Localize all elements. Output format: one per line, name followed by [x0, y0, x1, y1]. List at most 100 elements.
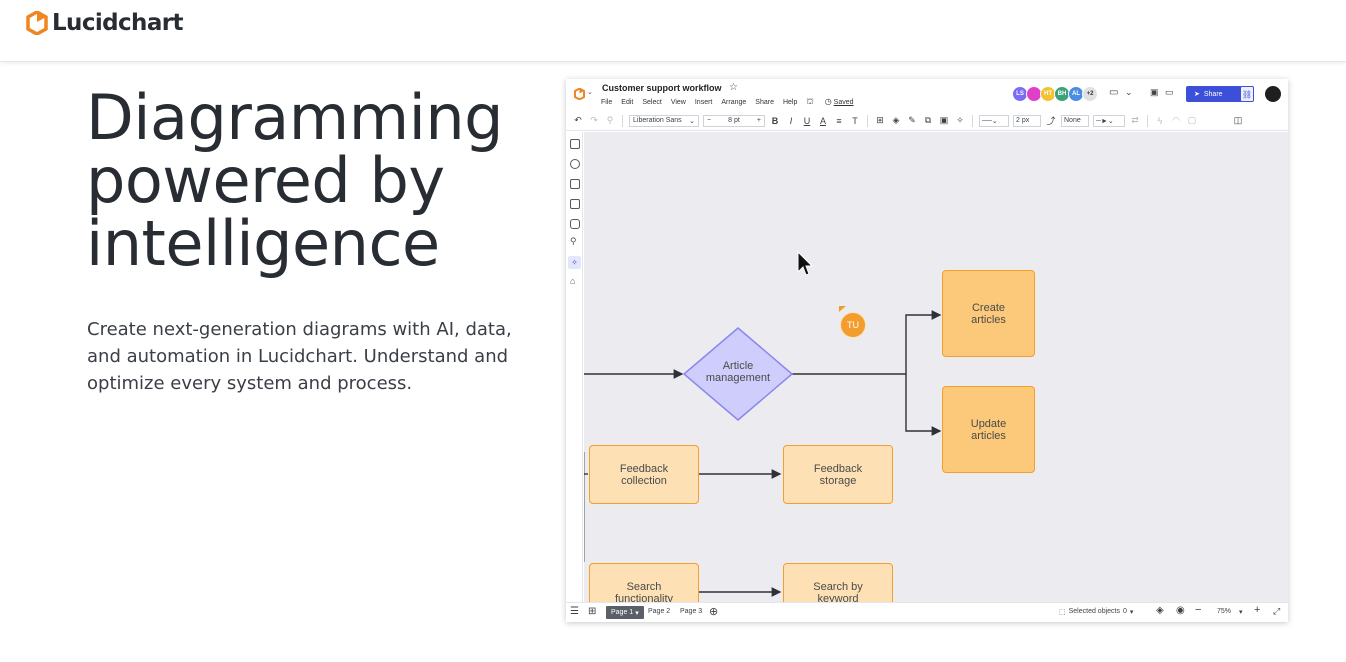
integrations-icon[interactable]: ⌂	[570, 276, 576, 286]
shapes-icon[interactable]	[570, 159, 580, 169]
table-icon[interactable]	[570, 139, 580, 149]
border-icon[interactable]: ⊞	[876, 115, 884, 125]
collaborator-avatar[interactable]: AL	[1068, 86, 1084, 102]
selected-objects-readout[interactable]: ⬚ Selected objects 0 ▾	[1059, 608, 1133, 616]
menu-insert[interactable]: Insert	[694, 99, 713, 106]
menu-edit[interactable]: Edit	[621, 99, 634, 106]
zoom-level[interactable]: 75%	[1217, 608, 1232, 615]
app-menu-chevron-icon[interactable]: ⌄	[587, 89, 593, 96]
menu-view[interactable]: View	[670, 99, 686, 106]
user-avatar[interactable]	[1265, 86, 1281, 102]
font-size-stepper[interactable]: −8 pt+	[703, 114, 765, 127]
chevron-down-icon: ⌄	[689, 117, 695, 125]
undo-icon[interactable]: ↶	[574, 115, 582, 125]
lock-shape-icon[interactable]: ▣	[939, 115, 949, 125]
arrow-end-select[interactable]: ─►⌄	[1093, 114, 1125, 127]
swap-icon[interactable]: ⇄	[1131, 115, 1139, 125]
copy-link-button[interactable]: ⛓	[1240, 86, 1254, 102]
page-tab-3[interactable]: Page 3	[680, 608, 703, 615]
magic-icon[interactable]: ✧	[956, 115, 964, 125]
ai-sparkle-icon[interactable]: ✧	[568, 256, 581, 269]
lock-icon[interactable]: ▢	[1187, 115, 1197, 125]
line-style-select[interactable]: ──⌄	[979, 114, 1009, 127]
duplicate-icon[interactable]: ⧉	[924, 115, 932, 125]
add-page-icon[interactable]: ⊕	[709, 606, 719, 618]
document-title[interactable]: Customer support workflow	[602, 83, 722, 93]
data-icon[interactable]	[570, 219, 580, 229]
line-color-icon[interactable]: ✎	[908, 115, 916, 125]
toolbar-divider	[622, 114, 623, 127]
node-update-articles[interactable]: Update articles	[942, 386, 1035, 473]
page-tab-1[interactable]: Page 1▾	[606, 606, 644, 619]
layers-icon[interactable]: ◈	[1156, 605, 1164, 616]
text-options-icon[interactable]: T	[852, 115, 858, 126]
line-width-select[interactable]: 2 px	[1013, 114, 1041, 127]
page-tab-2[interactable]: Page 2	[648, 608, 671, 615]
fullscreen-icon[interactable]: ⤢	[1273, 606, 1281, 616]
font-select[interactable]: Liberation Sans ⌄	[629, 114, 699, 127]
page-tab-label: Page 1	[611, 609, 634, 616]
fill-color-icon[interactable]: ◈	[892, 115, 900, 125]
send-icon: ➤	[1194, 91, 1200, 98]
underline-icon[interactable]: U	[803, 115, 811, 126]
node-create-articles[interactable]: Create articles	[942, 270, 1035, 357]
present-icon[interactable]: ▣	[1150, 87, 1159, 97]
arrow-start-select[interactable]: None	[1061, 114, 1089, 127]
app-menubar: File Edit Select View Insert Arrange Share Help…	[601, 97, 863, 107]
more-collaborators-badge[interactable]: +2	[1082, 86, 1098, 102]
node-feedback-collection[interactable]: Feedback collection	[589, 445, 699, 504]
font-name: Liberation Sans	[633, 117, 682, 124]
clock-icon: ◷	[824, 97, 832, 106]
selected-objects-label: Selected objects	[1068, 608, 1120, 615]
site-header: Lucidchart	[0, 0, 1346, 62]
menu-arrange[interactable]: Arrange	[721, 99, 747, 106]
selected-objects-count: 0	[1123, 608, 1127, 615]
connector-line	[792, 310, 942, 375]
page-bar: ☰ ⊞ Page 1▾ Page 2 Page 3 ⊕ ⬚ Selected o…	[566, 602, 1288, 622]
line-shape-icon[interactable]: ⤴	[1046, 116, 1056, 126]
chevron-down-icon[interactable]: ▾	[1239, 609, 1243, 616]
italic-icon[interactable]: I	[789, 115, 793, 126]
line-width-value: 2 px	[1016, 117, 1030, 124]
image-icon[interactable]	[570, 199, 580, 209]
collaborator-avatar[interactable]: BH	[1054, 86, 1070, 102]
diagram-canvas[interactable]: Article management Create articles Updat…	[584, 132, 1288, 622]
menu-select[interactable]: Select	[642, 99, 662, 106]
chevron-down-icon[interactable]: ⌄	[1125, 87, 1133, 97]
minus-icon[interactable]: −	[707, 117, 712, 124]
redo-icon[interactable]: ↷	[590, 115, 598, 125]
lightning-icon[interactable]: ϟ	[1157, 115, 1163, 126]
node-feedback-storage[interactable]: Feedback storage	[783, 445, 893, 504]
frame-icon[interactable]	[570, 179, 580, 189]
decision-label[interactable]: Article management	[705, 360, 771, 384]
list-view-icon[interactable]: ☰	[570, 606, 579, 617]
share-button[interactable]: ➤Share	[1186, 86, 1242, 102]
rocket-icon[interactable]: ⚲	[570, 236, 577, 246]
accessibility-icon[interactable]: ◉	[1176, 605, 1185, 616]
video-icon[interactable]: ▭	[1165, 87, 1174, 97]
format-toolbar: ↶ ↷ ⚲ Liberation Sans⌄ −8 pt+ B I U A ≡ …	[566, 111, 1288, 131]
text-color-icon[interactable]: A	[819, 115, 826, 126]
mouse-cursor-icon	[797, 251, 813, 276]
app-logo-icon[interactable]	[574, 88, 585, 100]
zoom-out-icon[interactable]: −	[1195, 604, 1202, 616]
plus-icon[interactable]: +	[756, 117, 761, 124]
hero-subtitle: Create next-generation diagrams with AI,…	[87, 319, 512, 394]
align-icon[interactable]: ≡	[836, 115, 842, 126]
menu-share[interactable]: Share	[755, 99, 774, 106]
bold-icon[interactable]: B	[771, 115, 779, 126]
comment-icon[interactable]: ▭	[1109, 87, 1119, 98]
panel-toggle-icon[interactable]: ◫	[1233, 115, 1243, 125]
left-tool-rail: ⚲ ✧ ⌂	[566, 132, 583, 603]
lucidchart-logo[interactable]: Lucidchart	[26, 10, 183, 36]
zoom-in-icon[interactable]: +	[1254, 604, 1261, 616]
grid-view-icon[interactable]: ⊞	[588, 606, 597, 617]
comment-shape-icon[interactable]: ◠	[1172, 115, 1180, 125]
gift-icon[interactable]: ⛫	[806, 97, 814, 106]
favorite-star-icon[interactable]: ☆	[729, 82, 738, 93]
menu-help[interactable]: Help	[782, 99, 798, 106]
menu-file[interactable]: File	[601, 99, 613, 106]
arrow-start-value: None	[1064, 117, 1081, 124]
format-painter-icon[interactable]: ⚲	[606, 115, 614, 125]
